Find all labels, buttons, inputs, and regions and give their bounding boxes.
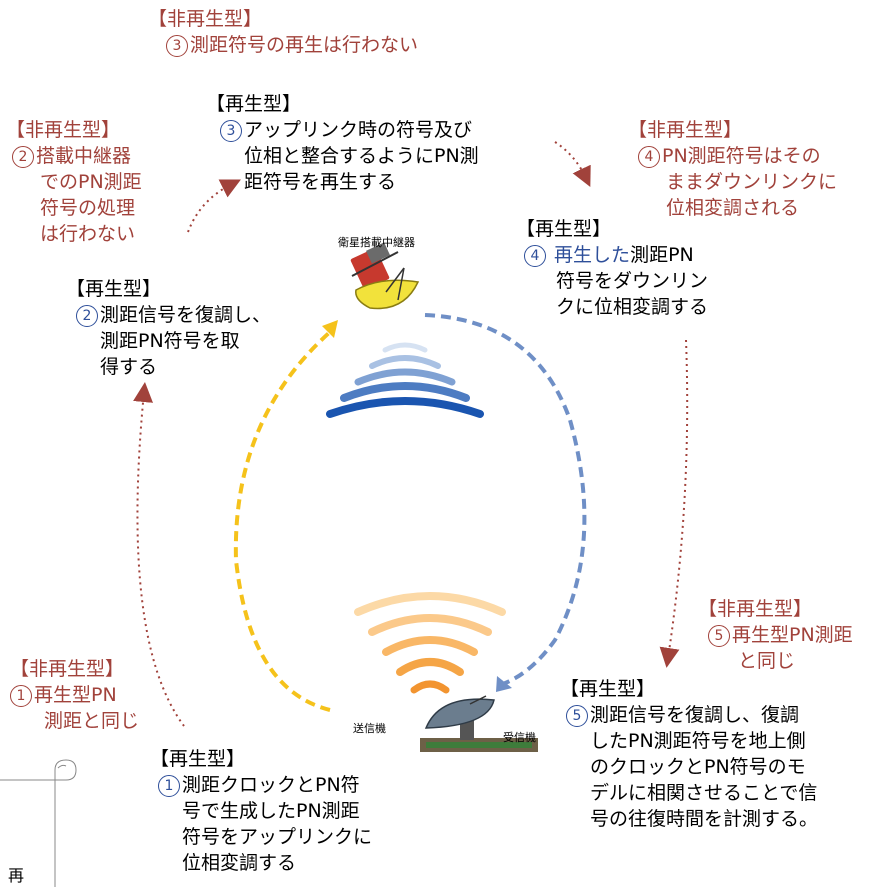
nonregen-step4-line1: PN測距符号はその bbox=[662, 145, 821, 167]
nonregen-step5-line1: 再生型PN測距 bbox=[732, 624, 853, 646]
receiver-label: 受信機 bbox=[503, 731, 536, 744]
satellite-label: 衛星搭載中継器 bbox=[338, 236, 415, 249]
satellite-icon bbox=[350, 242, 420, 310]
downlink-arrow bbox=[424, 313, 587, 692]
step-number-badge: 3 bbox=[220, 120, 242, 142]
nonregen-step4-line3: 位相変調される bbox=[666, 197, 800, 219]
regen-step5-header: 【再生型】 bbox=[560, 678, 656, 700]
nonregen-step4-header: 【非再生型】 bbox=[628, 119, 743, 141]
regen-step4-line3: クに位相変調する bbox=[556, 296, 709, 318]
regen-step4-header: 【再生型】 bbox=[516, 218, 612, 240]
regen-step4-line1-rest: 測距PN bbox=[630, 244, 694, 266]
step-number-badge: 2 bbox=[12, 146, 34, 168]
regen-step3-line3: 距符号を再生する bbox=[244, 171, 397, 193]
regen-step5-line4: デルに相関させることで信 bbox=[590, 782, 818, 804]
regen-step5-line2: したPN測距符号を地上側 bbox=[590, 730, 806, 752]
step-number-badge: 1 bbox=[10, 685, 32, 707]
note-connectors bbox=[133, 141, 689, 727]
nonregen-step2-line4: は行わない bbox=[40, 223, 136, 245]
nonregen-step2-line1: 搭載中継器 bbox=[36, 145, 132, 167]
regen-step1-line2: 号で生成したPN測距 bbox=[182, 800, 360, 822]
regen-step5-line5: 号の往復時間を計測する。 bbox=[590, 808, 819, 830]
nonregen-step3-header: 【非再生型】 bbox=[148, 8, 263, 30]
regen-step2-line1: 測距信号を復調し、 bbox=[100, 304, 272, 326]
ground-signal-waves bbox=[354, 592, 506, 694]
nonregen-step1-header: 【非再生型】 bbox=[10, 658, 125, 680]
regen-step1-line4: 位相変調する bbox=[182, 852, 297, 874]
corner-scroll-shape bbox=[0, 759, 77, 887]
nonregen-step4-line2: ままダウンリンクに bbox=[666, 171, 838, 193]
step-number-badge: 5 bbox=[708, 625, 730, 647]
regen-step3-line2: 位相と整合するようにPN測 bbox=[244, 145, 479, 167]
regen-step5-line3: のクロックとPN符号のモ bbox=[590, 756, 806, 778]
step-number-badge: 3 bbox=[166, 35, 188, 57]
regen-step1-line1: 測距クロックとPN符 bbox=[182, 774, 360, 796]
corner-text: 再 bbox=[8, 866, 25, 885]
nonregen-step1-line1: 再生型PN bbox=[34, 684, 117, 706]
nonregen-step1-line2: 測距と同じ bbox=[44, 710, 140, 732]
regen-step2-line3: 得する bbox=[100, 356, 158, 378]
step-number-badge: 4 bbox=[524, 245, 546, 267]
step-number-badge: 2 bbox=[76, 305, 98, 327]
step-number-badge: 1 bbox=[158, 775, 180, 797]
satellite-signal-waves bbox=[326, 342, 484, 418]
nonregen-step3-text: 測距符号の再生は行わない bbox=[190, 34, 419, 56]
regen-step3-line1: アップリンク時の符号及び bbox=[244, 119, 473, 141]
step-number-badge: 5 bbox=[566, 705, 588, 727]
ground-station-icon bbox=[420, 695, 538, 752]
regen-step4-note: 【再生型】 4 再生した測距PN 符号をダウンリン クに位相変調する bbox=[516, 216, 708, 320]
transmitter-label: 送信機 bbox=[353, 722, 386, 735]
uplink-arrow bbox=[233, 320, 338, 712]
regen-step4-line1-highlight: 再生した bbox=[554, 244, 631, 266]
regen-step4-line2: 符号をダウンリン bbox=[556, 270, 709, 292]
nonregen-step2-line3: 符号の処理 bbox=[40, 197, 136, 219]
regen-step2-line2: 測距PN符号を取 bbox=[100, 330, 240, 352]
nonregen-step2-header: 【非再生型】 bbox=[6, 119, 121, 141]
regen-step5-line1: 測距信号を復調し、復調 bbox=[590, 704, 800, 726]
regen-step2-header: 【再生型】 bbox=[66, 278, 162, 300]
regen-step1-line3: 符号をアップリンクに bbox=[182, 826, 373, 848]
regen-step3-header: 【再生型】 bbox=[206, 93, 302, 115]
nonregen-step5-header: 【非再生型】 bbox=[698, 598, 813, 620]
regen-step1-header: 【再生型】 bbox=[150, 748, 246, 770]
nonregen-step2-line2: でのPN測距 bbox=[40, 171, 142, 193]
step-number-badge: 4 bbox=[638, 146, 660, 168]
nonregen-step5-line2: と同じ bbox=[738, 650, 796, 672]
